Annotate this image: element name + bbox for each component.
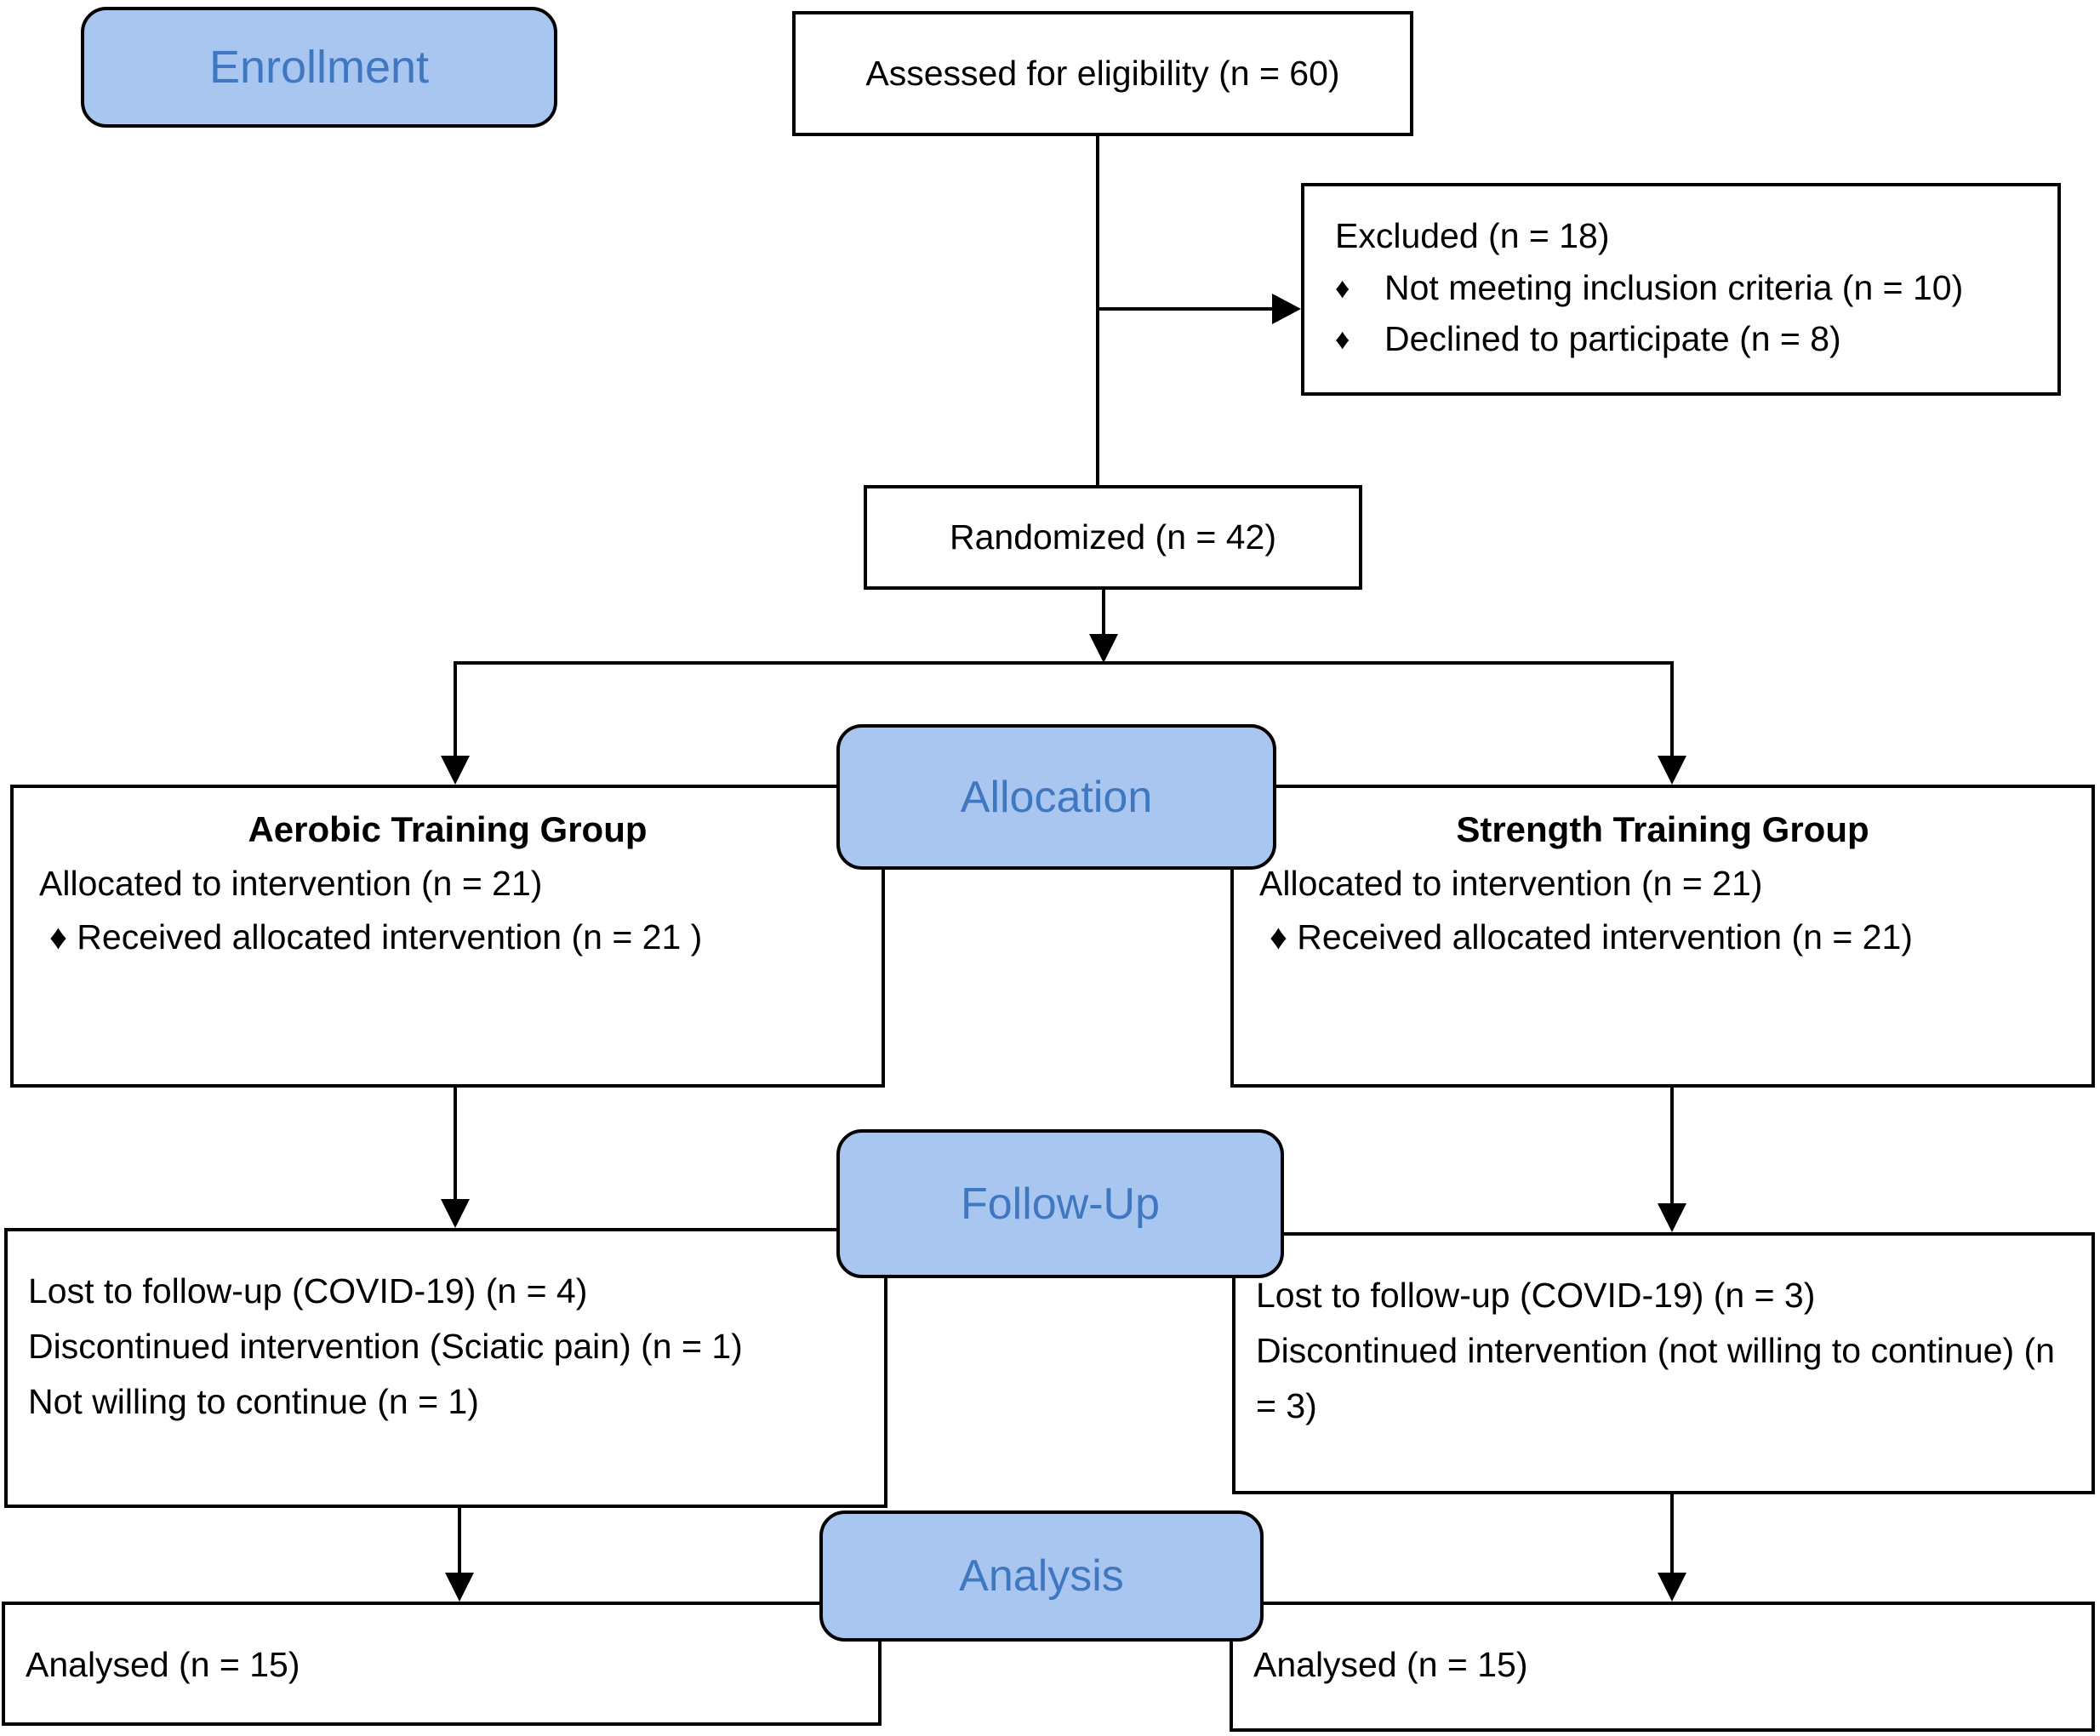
connector-split-to-strength: [1670, 661, 1674, 757]
randomized-text: Randomized (n = 42): [949, 517, 1276, 557]
excluded-item: ♦ Not meeting inclusion criteria (n = 10…: [1335, 271, 2049, 306]
assessed-text: Assessed for eligibility (n = 60): [865, 54, 1340, 93]
followup-aerobic-line: Lost to follow-up (COVID-19) (n = 4): [28, 1271, 588, 1311]
followup-aerobic-box: Lost to follow-up (COVID-19) (n = 4) Dis…: [4, 1228, 887, 1508]
arrowhead-followup-right-icon: [1658, 1203, 1686, 1232]
analysed-aerobic-text: Analysed (n = 15): [26, 1645, 300, 1684]
arrowhead-strength-icon: [1658, 756, 1686, 785]
excluded-item-text: Not meeting inclusion criteria (n = 10): [1384, 268, 1964, 307]
aerobic-group-title: Aerobic Training Group: [248, 809, 648, 849]
followup-strength-box: Lost to follow-up (COVID-19) (n = 3) Dis…: [1232, 1232, 2095, 1494]
excluded-box: Excluded (n = 18) ♦ Not meeting inclusio…: [1301, 183, 2061, 396]
assessed-box: Assessed for eligibility (n = 60): [792, 11, 1413, 136]
stage-allocation: Allocation: [836, 724, 1276, 870]
connector-randomized-to-split: [1102, 588, 1105, 636]
arrowhead-followup-left-icon: [441, 1199, 470, 1228]
analysed-strength-text: Analysed (n = 15): [1253, 1645, 1528, 1684]
aerobic-allocated-text: Allocated to intervention (n = 21): [39, 864, 543, 903]
followup-aerobic-line: Not willing to continue (n = 1): [28, 1382, 479, 1421]
followup-strength-line: Lost to follow-up (COVID-19) (n = 3): [1256, 1276, 1816, 1315]
stage-followup: Follow-Up: [836, 1129, 1284, 1278]
arrowhead-excluded-icon: [1272, 294, 1301, 324]
followup-strength-line: Discontinued intervention (not willing t…: [1256, 1331, 2055, 1425]
connector-to-excluded: [1098, 307, 1273, 311]
analysed-strength-box: Analysed (n = 15): [1230, 1602, 2095, 1732]
strength-allocated-text: Allocated to intervention (n = 21): [1259, 864, 1763, 903]
arrowhead-aerobic-icon: [441, 756, 470, 785]
stage-allocation-label: Allocation: [960, 772, 1153, 822]
stage-enrollment-label: Enrollment: [208, 42, 430, 93]
stage-followup-label: Follow-Up: [960, 1179, 1161, 1229]
stage-analysis: Analysis: [819, 1510, 1264, 1642]
strength-group-title: Strength Training Group: [1456, 809, 1869, 849]
connector-strength-to-followup: [1670, 1086, 1674, 1205]
connector-aerobic-to-followup: [454, 1086, 457, 1201]
strength-group-box: Strength Training Group Allocated to int…: [1230, 785, 2095, 1088]
aerobic-group-box: Aerobic Training Group Allocated to inte…: [10, 785, 885, 1088]
excluded-item: ♦ Declined to participate (n = 8): [1335, 322, 2049, 357]
followup-aerobic-line: Discontinued intervention (Sciatic pain)…: [28, 1327, 743, 1366]
analysed-aerobic-box: Analysed (n = 15): [2, 1602, 882, 1726]
diamond-bullet-icon: ♦: [1335, 323, 1350, 356]
connector-followup-to-analysed-left: [458, 1506, 461, 1574]
randomized-box: Randomized (n = 42): [864, 485, 1362, 590]
stage-enrollment: Enrollment: [81, 7, 557, 128]
strength-received-text: ♦ Received allocated intervention (n = 2…: [1270, 917, 1913, 957]
aerobic-received-text: ♦ Received allocated intervention (n = 2…: [49, 917, 703, 957]
excluded-item-text: Declined to participate (n = 8): [1384, 319, 1841, 358]
diamond-bullet-icon: ♦: [1335, 272, 1350, 305]
arrowhead-analysed-left-icon: [445, 1573, 474, 1602]
excluded-title: Excluded (n = 18): [1335, 216, 1610, 255]
connector-split-to-aerobic: [454, 661, 457, 757]
split-line: [455, 661, 1674, 665]
arrowhead-analysed-right-icon: [1658, 1573, 1686, 1602]
stage-analysis-label: Analysis: [959, 1551, 1124, 1601]
arrowhead-split-icon: [1089, 634, 1118, 663]
connector-followup-to-analysed-right: [1670, 1493, 1674, 1574]
